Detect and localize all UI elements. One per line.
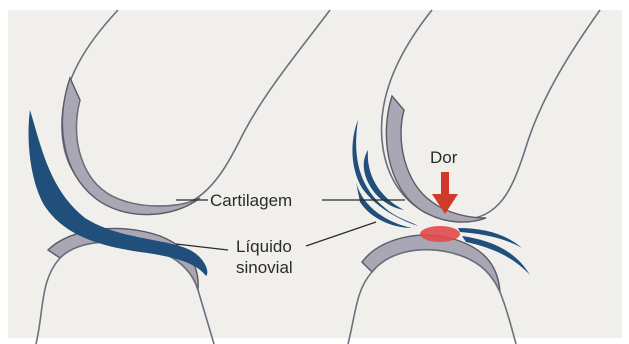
background — [8, 10, 622, 338]
pain-label: Dor — [430, 148, 458, 167]
synovial-label-line1: Líquido — [236, 237, 292, 256]
synovial-label-line2: sinovial — [236, 258, 293, 277]
cartilage-label: Cartilagem — [210, 191, 292, 210]
pain-spot — [420, 226, 460, 242]
